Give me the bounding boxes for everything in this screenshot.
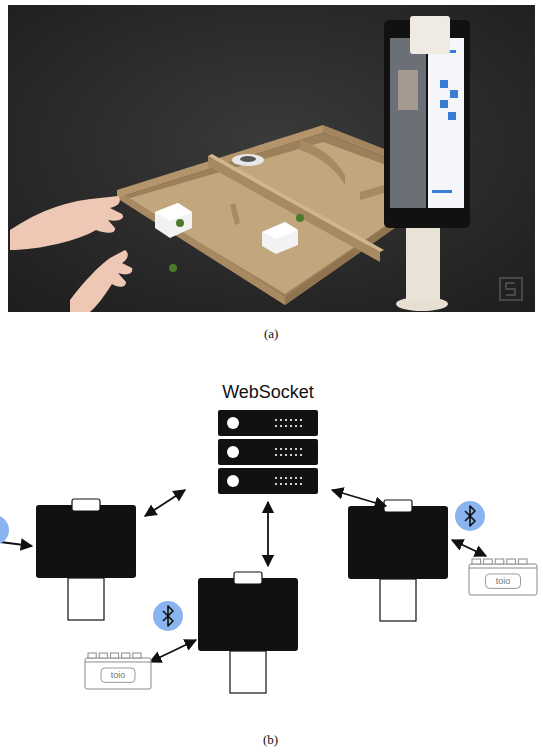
server-title: WebSocket	[213, 380, 323, 404]
network-illustration	[0, 490, 486, 693]
subfigure-label: (b)	[263, 732, 278, 748]
server-node: WebSocket	[213, 380, 323, 498]
toio-cube: toio	[468, 558, 538, 596]
subfigure-label: (a)	[264, 326, 278, 342]
server-icon	[213, 410, 323, 496]
render-photo	[8, 5, 535, 312]
toio-logo: toio	[468, 575, 538, 587]
toio-cube: toio	[84, 652, 152, 690]
toio-logo: toio	[84, 669, 152, 681]
